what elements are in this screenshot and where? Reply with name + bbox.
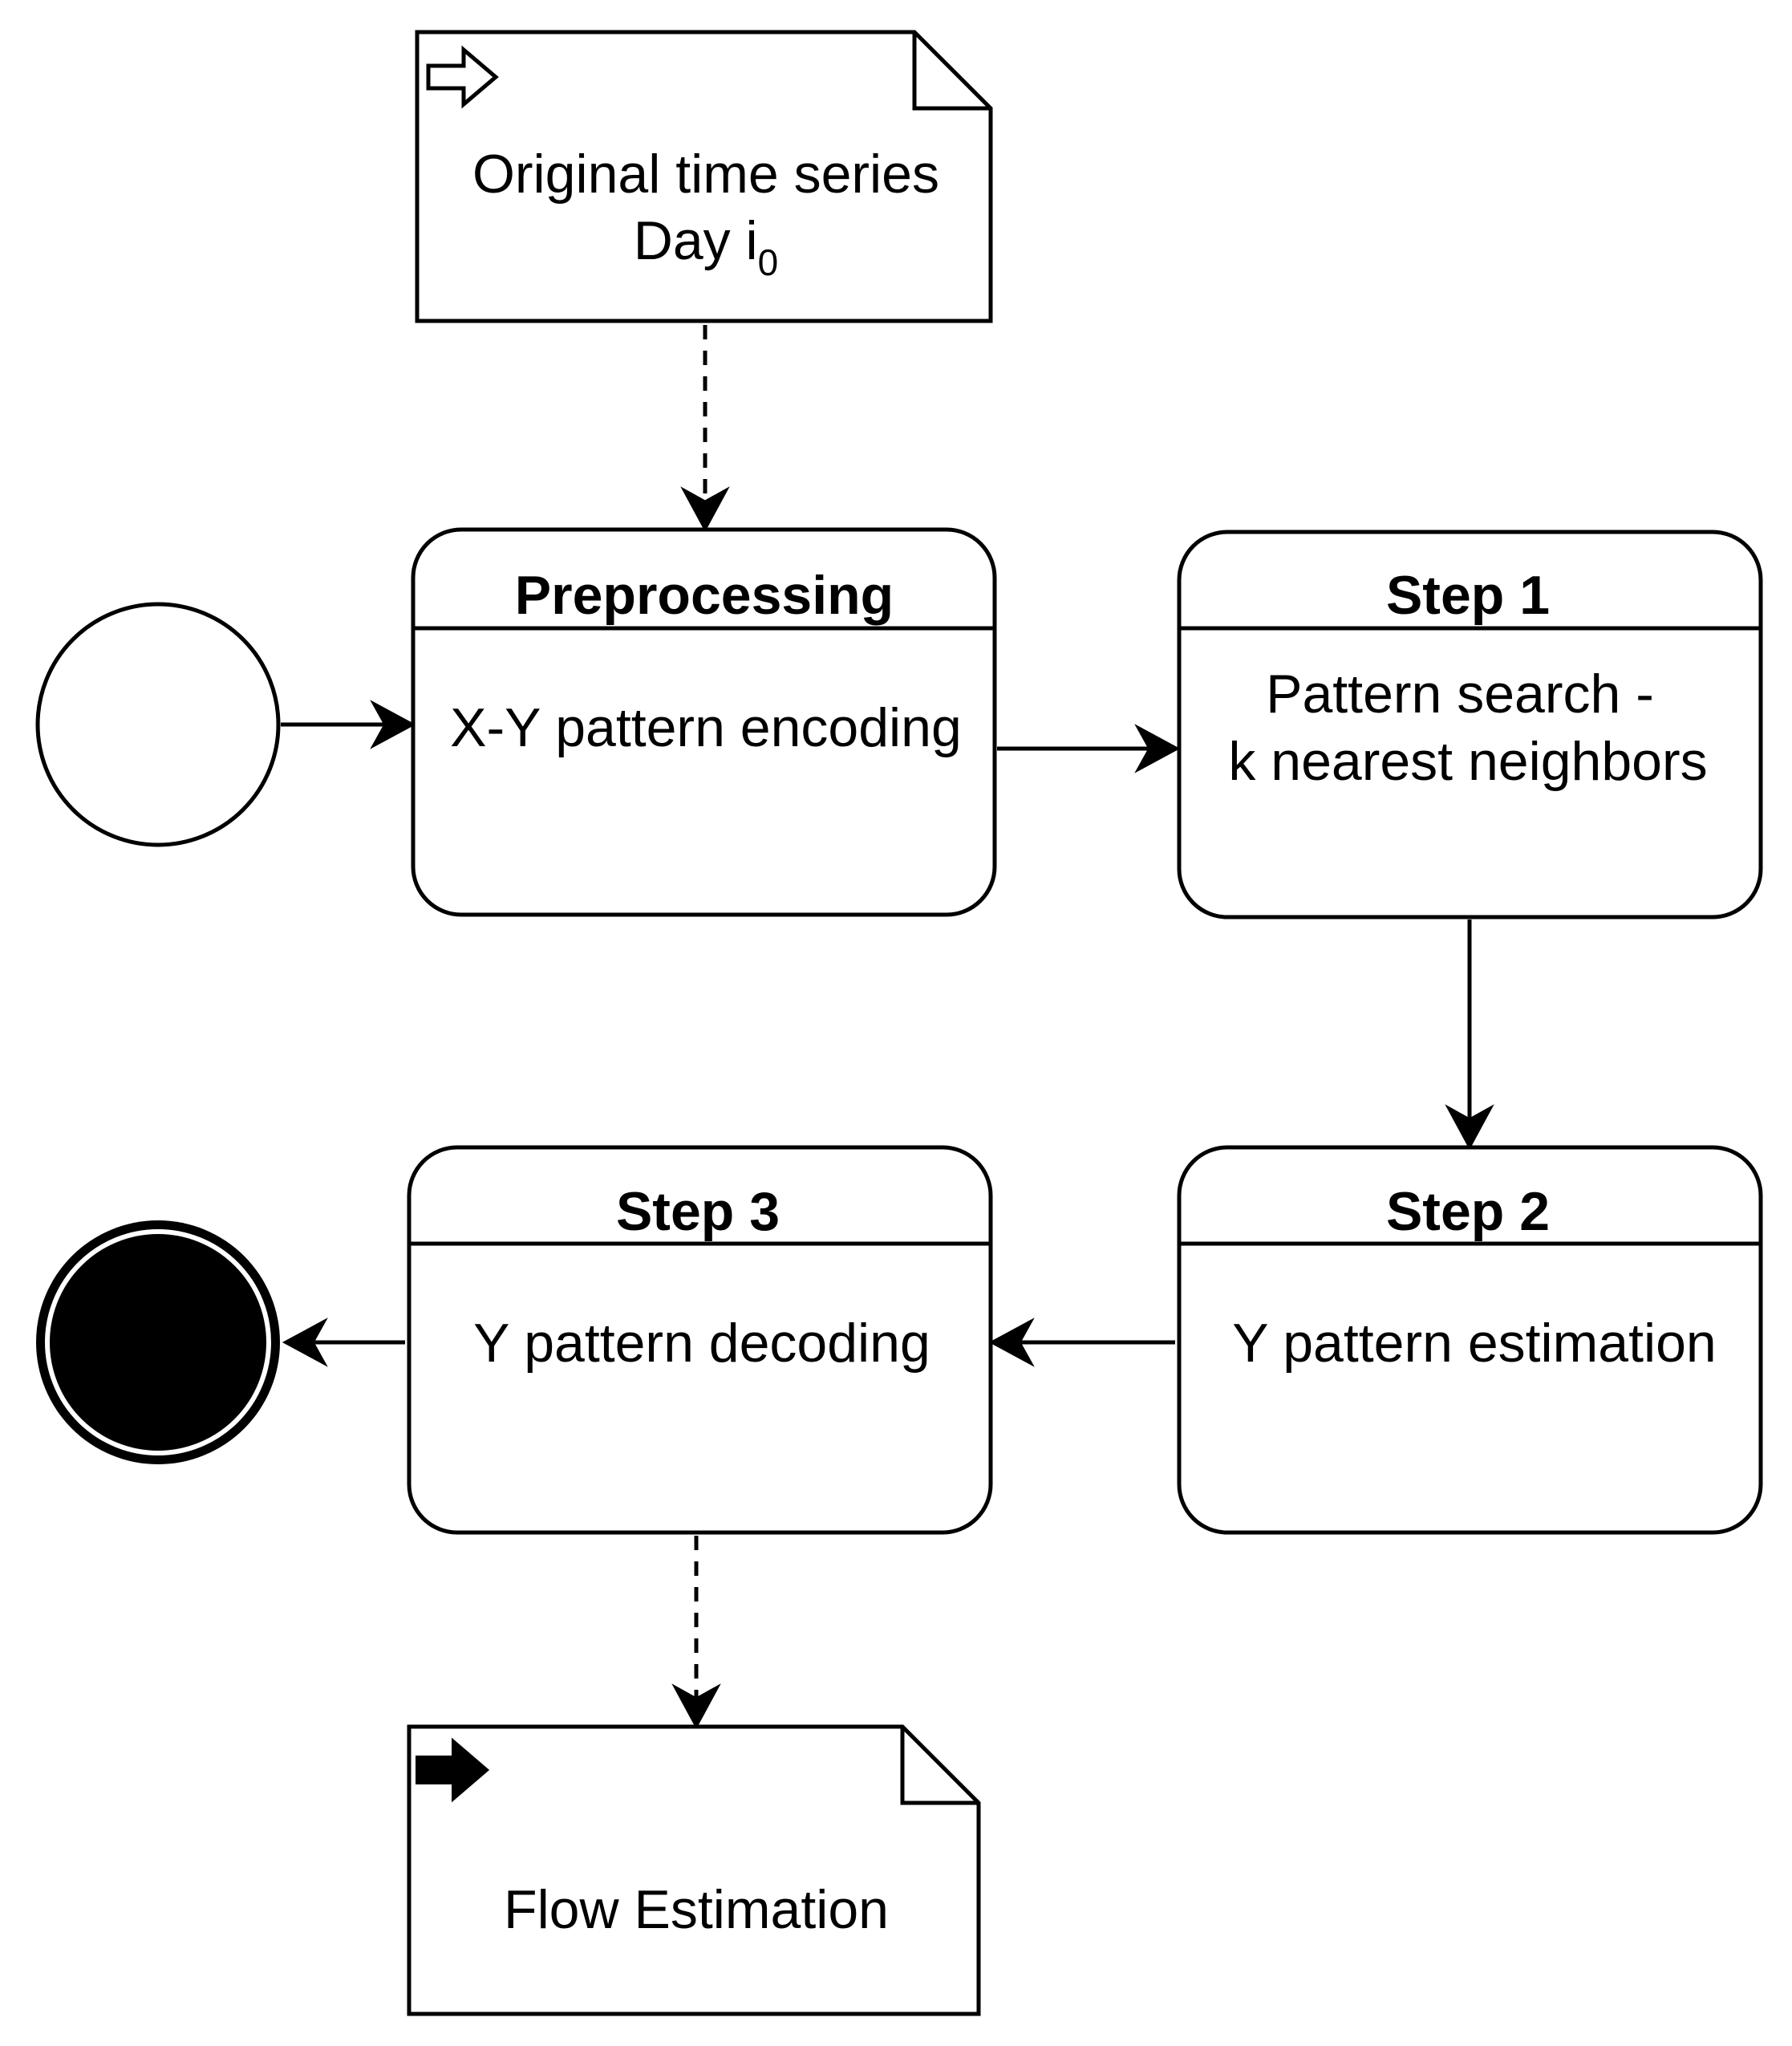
input-note-subscript: 0 — [758, 242, 779, 283]
arrow-step2-to-step3 — [988, 1317, 1175, 1367]
preprocessing-title: Preprocessing — [515, 565, 894, 626]
step1-title: Step 1 — [1386, 565, 1550, 626]
step1-body-line1: Pattern search - — [1266, 664, 1654, 725]
input-note-line1: Original time series — [472, 144, 939, 205]
step3-body: Y pattern decoding — [473, 1313, 930, 1374]
output-note: Flow Estimation — [407, 1724, 981, 2016]
arrow-step3-to-final — [282, 1317, 405, 1367]
svg-text:Day i0: Day i0 — [634, 210, 779, 283]
arrow-preprocessing-to-step1 — [997, 724, 1181, 773]
initial-node — [35, 602, 281, 847]
hollow-arrow-right-icon — [426, 45, 499, 109]
input-note-line2: Day i — [634, 210, 758, 271]
step2-body: Y pattern estimation — [1232, 1313, 1717, 1374]
input-note: Original time series Day i0 — [415, 30, 993, 323]
step1-box: Step 1 Pattern search - k nearest neighb… — [1177, 530, 1763, 919]
arrow-step1-to-step2 — [1445, 919, 1494, 1151]
arrow-initial-to-preprocessing — [281, 700, 416, 749]
output-note-label: Flow Estimation — [504, 1879, 889, 1940]
step3-box: Step 3 Y pattern decoding — [407, 1145, 993, 1535]
final-node — [36, 1220, 280, 1464]
step1-body-line2: k nearest neighbors — [1228, 731, 1707, 792]
preprocessing-box: Preprocessing X-Y pattern encoding — [411, 527, 997, 917]
step2-box: Step 2 Y pattern estimation — [1177, 1145, 1763, 1535]
filled-arrow-right-icon — [416, 1737, 490, 1803]
step3-title: Step 3 — [616, 1181, 780, 1242]
step2-title: Step 2 — [1386, 1181, 1550, 1242]
dashed-arrow-input-to-preprocessing — [680, 325, 730, 533]
dashed-arrow-step3-to-output — [671, 1536, 721, 1730]
preprocessing-body: X-Y pattern encoding — [450, 697, 962, 758]
